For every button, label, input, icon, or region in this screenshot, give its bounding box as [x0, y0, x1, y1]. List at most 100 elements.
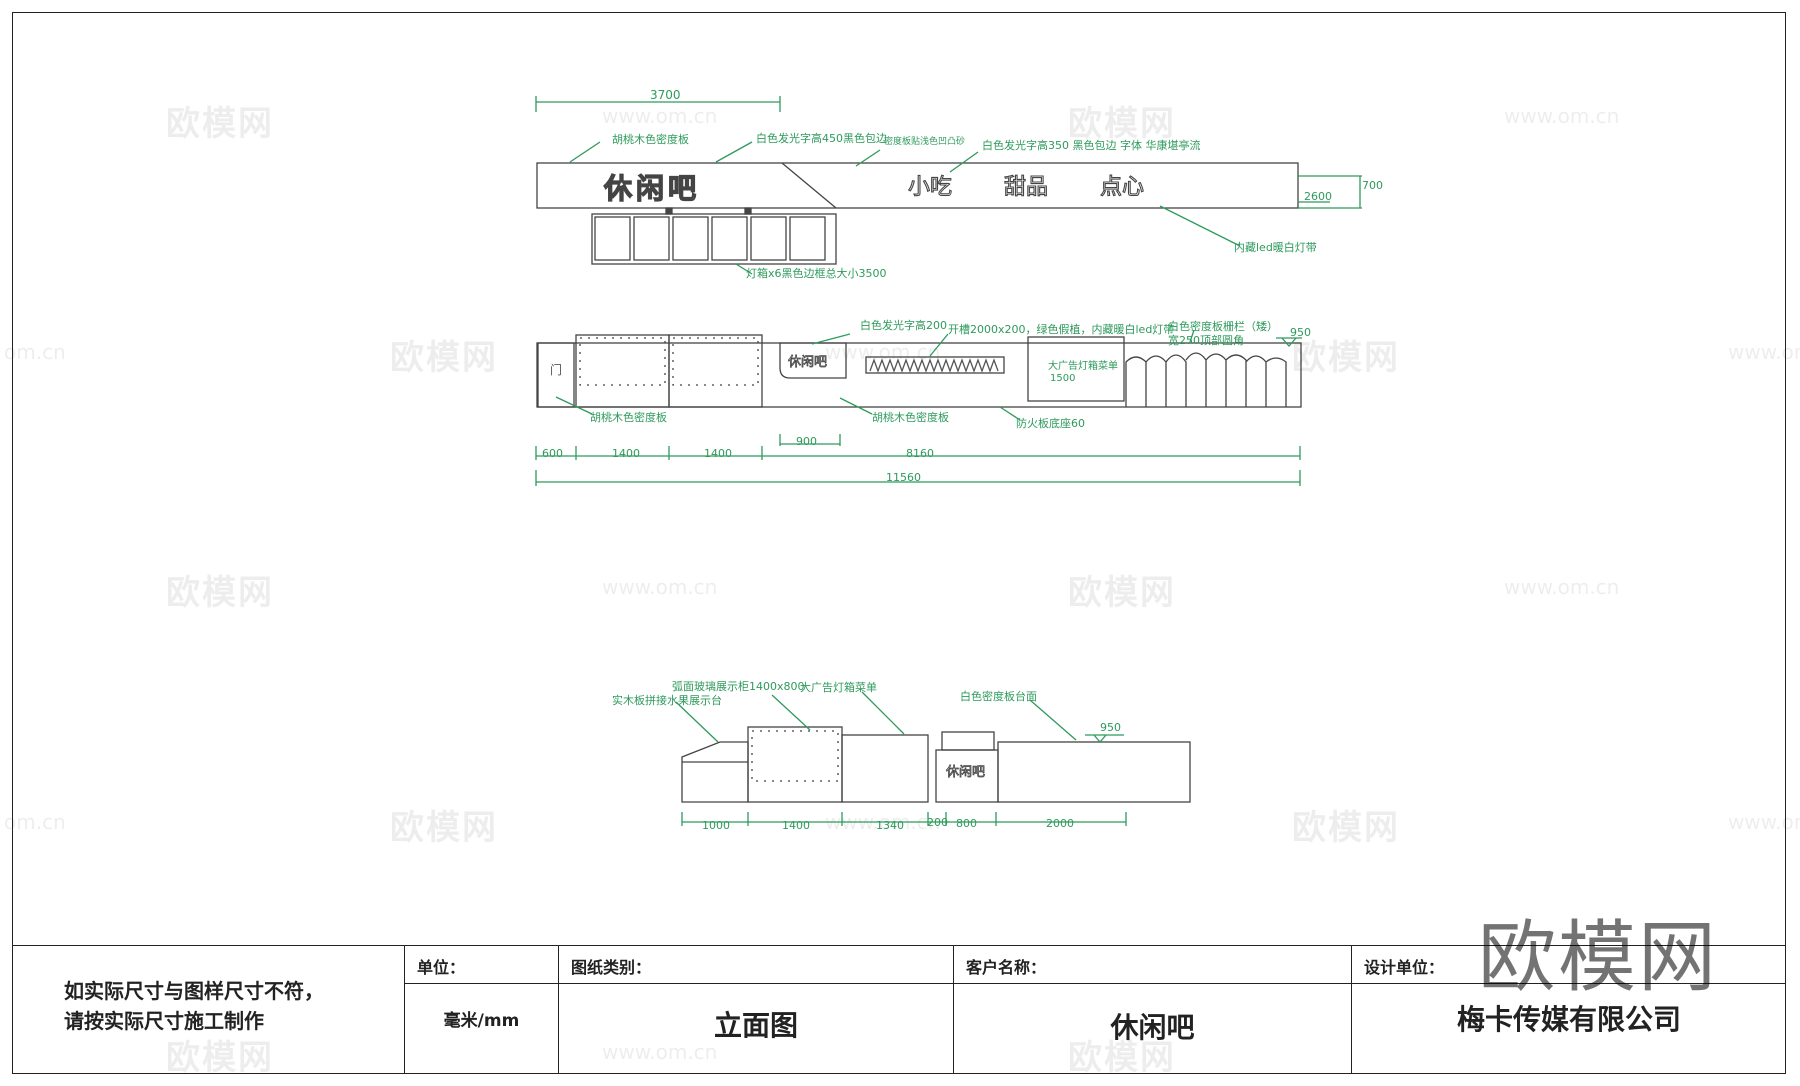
label-glass-cabinet: 弧面玻璃展示柜1400x800 [672, 679, 805, 693]
design-unit-cell: 设计单位： 梅卡传媒有限公司 [1351, 946, 1786, 1074]
lightbox-cell [633, 216, 670, 261]
label-white-lumin-350: 白色发光字高350 黑色包边 字体 华康堪亭流 [982, 138, 1200, 152]
dim-2600: 2600 [1304, 190, 1332, 203]
dim-600: 600 [542, 447, 563, 460]
drawing-type-cell: 图纸类别： 立面图 [558, 946, 953, 1074]
dim-8160: 8160 [906, 447, 934, 460]
lightbox-cell [672, 216, 709, 261]
drawing-type-value: 立面图 [713, 1009, 798, 1042]
drawing-2-front-elevation [535, 329, 1302, 486]
menu-box [841, 734, 929, 803]
watermark-brand: 欧模网 [1068, 104, 1176, 144]
menu-lightbox [1027, 336, 1125, 402]
client-heading: 客户名称： [966, 958, 1047, 977]
label-walnut-left: 胡桃木色密度板 [590, 410, 667, 424]
planter-groove [865, 356, 1005, 374]
walnut-pattern [672, 337, 759, 386]
watermark-brand: 欧模网 [1068, 573, 1176, 613]
watermark-url-fragment: om.cn [4, 810, 66, 834]
unit-heading: 单位： [417, 958, 466, 977]
label-fence: 白色密度板栅栏（矮） [1168, 319, 1278, 333]
side-sign-text: 休闲吧 [946, 765, 985, 780]
watermark-brand: 欧模网 [1068, 1038, 1176, 1078]
watermark-brand: 欧模网 [390, 808, 498, 848]
dim-1340: 1340 [876, 819, 904, 832]
lightbox-cell [789, 216, 826, 261]
lightbox-cell [750, 216, 787, 261]
unit-value: 毫米/mm [443, 1011, 520, 1031]
label-menu-box: 大广告灯箱菜单 [800, 680, 877, 694]
label-led-strip: 内藏led暖白灯带 [1234, 240, 1317, 254]
client-cell: 客户名称： 休闲吧 [953, 946, 1351, 1074]
label-walnut-mid: 胡桃木色密度板 [872, 410, 949, 424]
sign-text-pastry: 点心 [1100, 175, 1144, 200]
drawing-3-side-elevation [675, 691, 1191, 826]
dim-200: 200 [927, 816, 948, 829]
walnut-pattern [579, 337, 666, 386]
dim-1400: 1400 [782, 819, 810, 832]
sign-box [779, 342, 847, 379]
label-white-counter: 白色密度板台面 [960, 689, 1037, 703]
watermark-url: www.om.cn [1728, 340, 1800, 364]
counter-body [536, 342, 1302, 408]
watermark-brand: 欧模网 [1292, 338, 1400, 378]
dim-2000: 2000 [1046, 817, 1074, 830]
walnut-panel [668, 334, 763, 408]
sign-top [941, 731, 995, 751]
label-white-lumin-200: 白色发光字高200 [860, 318, 947, 332]
lightbox-frame [591, 213, 837, 265]
title-block: 如实际尺寸与图样尺寸不符， 请按实际尺寸施工制作 单位： 毫米/mm 图纸类别：… [12, 945, 1786, 1074]
dim-1400-a: 1400 [612, 447, 640, 460]
watermark-brand: 欧模网 [1292, 808, 1400, 848]
dim-700: 700 [1362, 179, 1383, 192]
drawing-frame [12, 12, 1786, 1074]
label-fence-2: 宽250顶部圆角 [1168, 333, 1244, 347]
size-note-line2: 请按实际尺寸施工制作 [64, 1009, 264, 1033]
watermark-brand: 欧模网 [166, 1038, 274, 1078]
sign-main-text: 休闲吧 [603, 172, 700, 205]
dim-950-side: 950 [1100, 721, 1121, 734]
dim-11560: 11560 [886, 471, 921, 484]
door-label: 门 [550, 362, 562, 377]
label-groove: 开槽2000x200，绿色假植，内藏暖白led灯带 [948, 322, 1174, 336]
fence [1125, 352, 1287, 407]
size-note: 如实际尺寸与图样尺寸不符， 请按实际尺寸施工制作 [64, 976, 324, 1036]
dim-950: 950 [1290, 326, 1311, 339]
label-fireproof: 防火板底座60 [1016, 416, 1085, 430]
lightbox-cell [594, 216, 631, 261]
white-counter [997, 741, 1191, 803]
watermark-logo: 欧模网 [1478, 913, 1719, 1003]
dim-1400-b: 1400 [704, 447, 732, 460]
menu-label: 大广告灯箱菜单 [1048, 359, 1118, 372]
sign-text-snack: 小吃 [908, 175, 952, 200]
door-panel [537, 342, 575, 408]
label-white-lumin-450: 白色发光字高450黑色包边 [756, 131, 887, 145]
dim-800: 800 [956, 817, 977, 830]
label-fruit-table: 实木板拼接水果展示台 [612, 693, 722, 707]
glass-pattern [751, 730, 839, 782]
dim-3700: 3700 [650, 88, 681, 102]
watermark-brand: 欧模网 [166, 573, 274, 613]
design-unit-heading: 设计单位： [1364, 958, 1445, 977]
watermark-url: www.om.cn [1504, 104, 1620, 128]
size-note-line1: 如实际尺寸与图样尺寸不符， [64, 979, 324, 1003]
drawing-1-sign-elevation [535, 96, 1362, 275]
planter-plants [869, 358, 999, 373]
drawing-type-heading: 图纸类别： [571, 958, 652, 977]
sign-text-dessert: 甜品 [1004, 175, 1048, 200]
label-lightbox: 灯箱x6黑色边框总大小3500 [746, 266, 887, 280]
walnut-panel [575, 334, 670, 408]
watermark-url: www.om.cn [602, 1040, 718, 1064]
watermark-url: www.om.cn [602, 575, 718, 599]
label-density-board-sand: 密度板贴浅色凹凸砂 [884, 135, 965, 147]
front-sign-text: 休闲吧 [788, 355, 827, 370]
fruit-table [681, 741, 749, 803]
client-value: 休闲吧 [1110, 1011, 1195, 1044]
watermark-url: www.om.cn [1728, 810, 1800, 834]
dim-900: 900 [796, 435, 817, 448]
design-unit-value: 梅卡传媒有限公司 [1456, 1003, 1681, 1036]
label-walnut-board: 胡桃木色密度板 [612, 132, 689, 146]
watermark-brand: 欧模网 [166, 104, 274, 144]
